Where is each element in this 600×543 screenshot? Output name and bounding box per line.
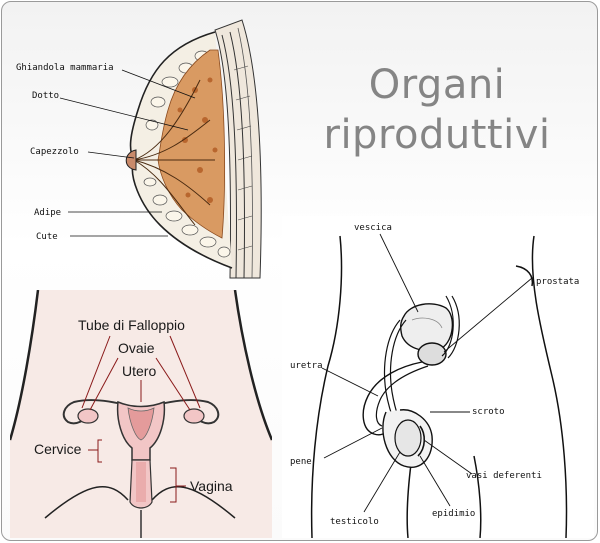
label-vescica: vescica — [354, 223, 392, 233]
label-epidimio: epidimio — [432, 509, 475, 519]
label-prostata: prostata — [536, 277, 579, 287]
body-outline — [310, 235, 568, 538]
prostate — [417, 342, 447, 366]
title-line-2: riproduttivi — [323, 112, 551, 158]
male-diagram: vescica prostata uretra scroto pene vasi… — [282, 216, 594, 538]
testicle — [394, 419, 422, 457]
label-cute: Cute — [36, 232, 58, 242]
label-pene: pene — [290, 457, 312, 467]
label-vagina: Vagina — [190, 478, 233, 494]
chest-wall — [214, 19, 262, 279]
fallopian-tube-left — [62, 399, 137, 425]
fallopian-tube-right — [145, 399, 220, 425]
male-illustration: vescica prostata uretra scroto pene vasi… — [290, 223, 579, 538]
mammary-gland-tissue — [157, 49, 226, 239]
ducts — [133, 79, 215, 226]
label-ghiandola-mammaria: Ghiandola mammaria — [16, 63, 114, 73]
label-dotto: Dotto — [32, 91, 59, 101]
label-cervice: Cervice — [34, 441, 82, 457]
vas-deferens-upper — [441, 295, 454, 357]
ovary-left — [77, 408, 99, 424]
label-vasi-deferenti: vasi deferenti — [466, 471, 542, 481]
label-utero: Utero — [122, 363, 156, 379]
label-capezzolo: Capezzolo — [30, 147, 79, 157]
label-scroto: scroto — [472, 407, 505, 417]
label-adipe: Adipe — [34, 208, 61, 218]
slide-title: Organi riproduttivi — [302, 60, 572, 160]
nipple — [125, 149, 137, 171]
epididymis — [417, 425, 426, 457]
label-testicolo: testicolo — [330, 517, 379, 527]
female-illustration: Tube di Falloppio Ovaie Utero Cervice Va… — [10, 290, 272, 538]
label-uretra: uretra — [290, 361, 323, 371]
ovary-right — [183, 408, 205, 424]
label-tube-di-falloppio: Tube di Falloppio — [78, 317, 185, 333]
title-line-1: Organi — [368, 62, 506, 108]
label-ovaie: Ovaie — [118, 340, 155, 356]
breast-diagram: Ghiandola mammaria Dotto Capezzolo Adipe… — [10, 10, 280, 280]
breast-illustration: Ghiandola mammaria Dotto Capezzolo Adipe… — [16, 19, 262, 279]
female-diagram: Tube di Falloppio Ovaie Utero Cervice Va… — [10, 290, 272, 538]
